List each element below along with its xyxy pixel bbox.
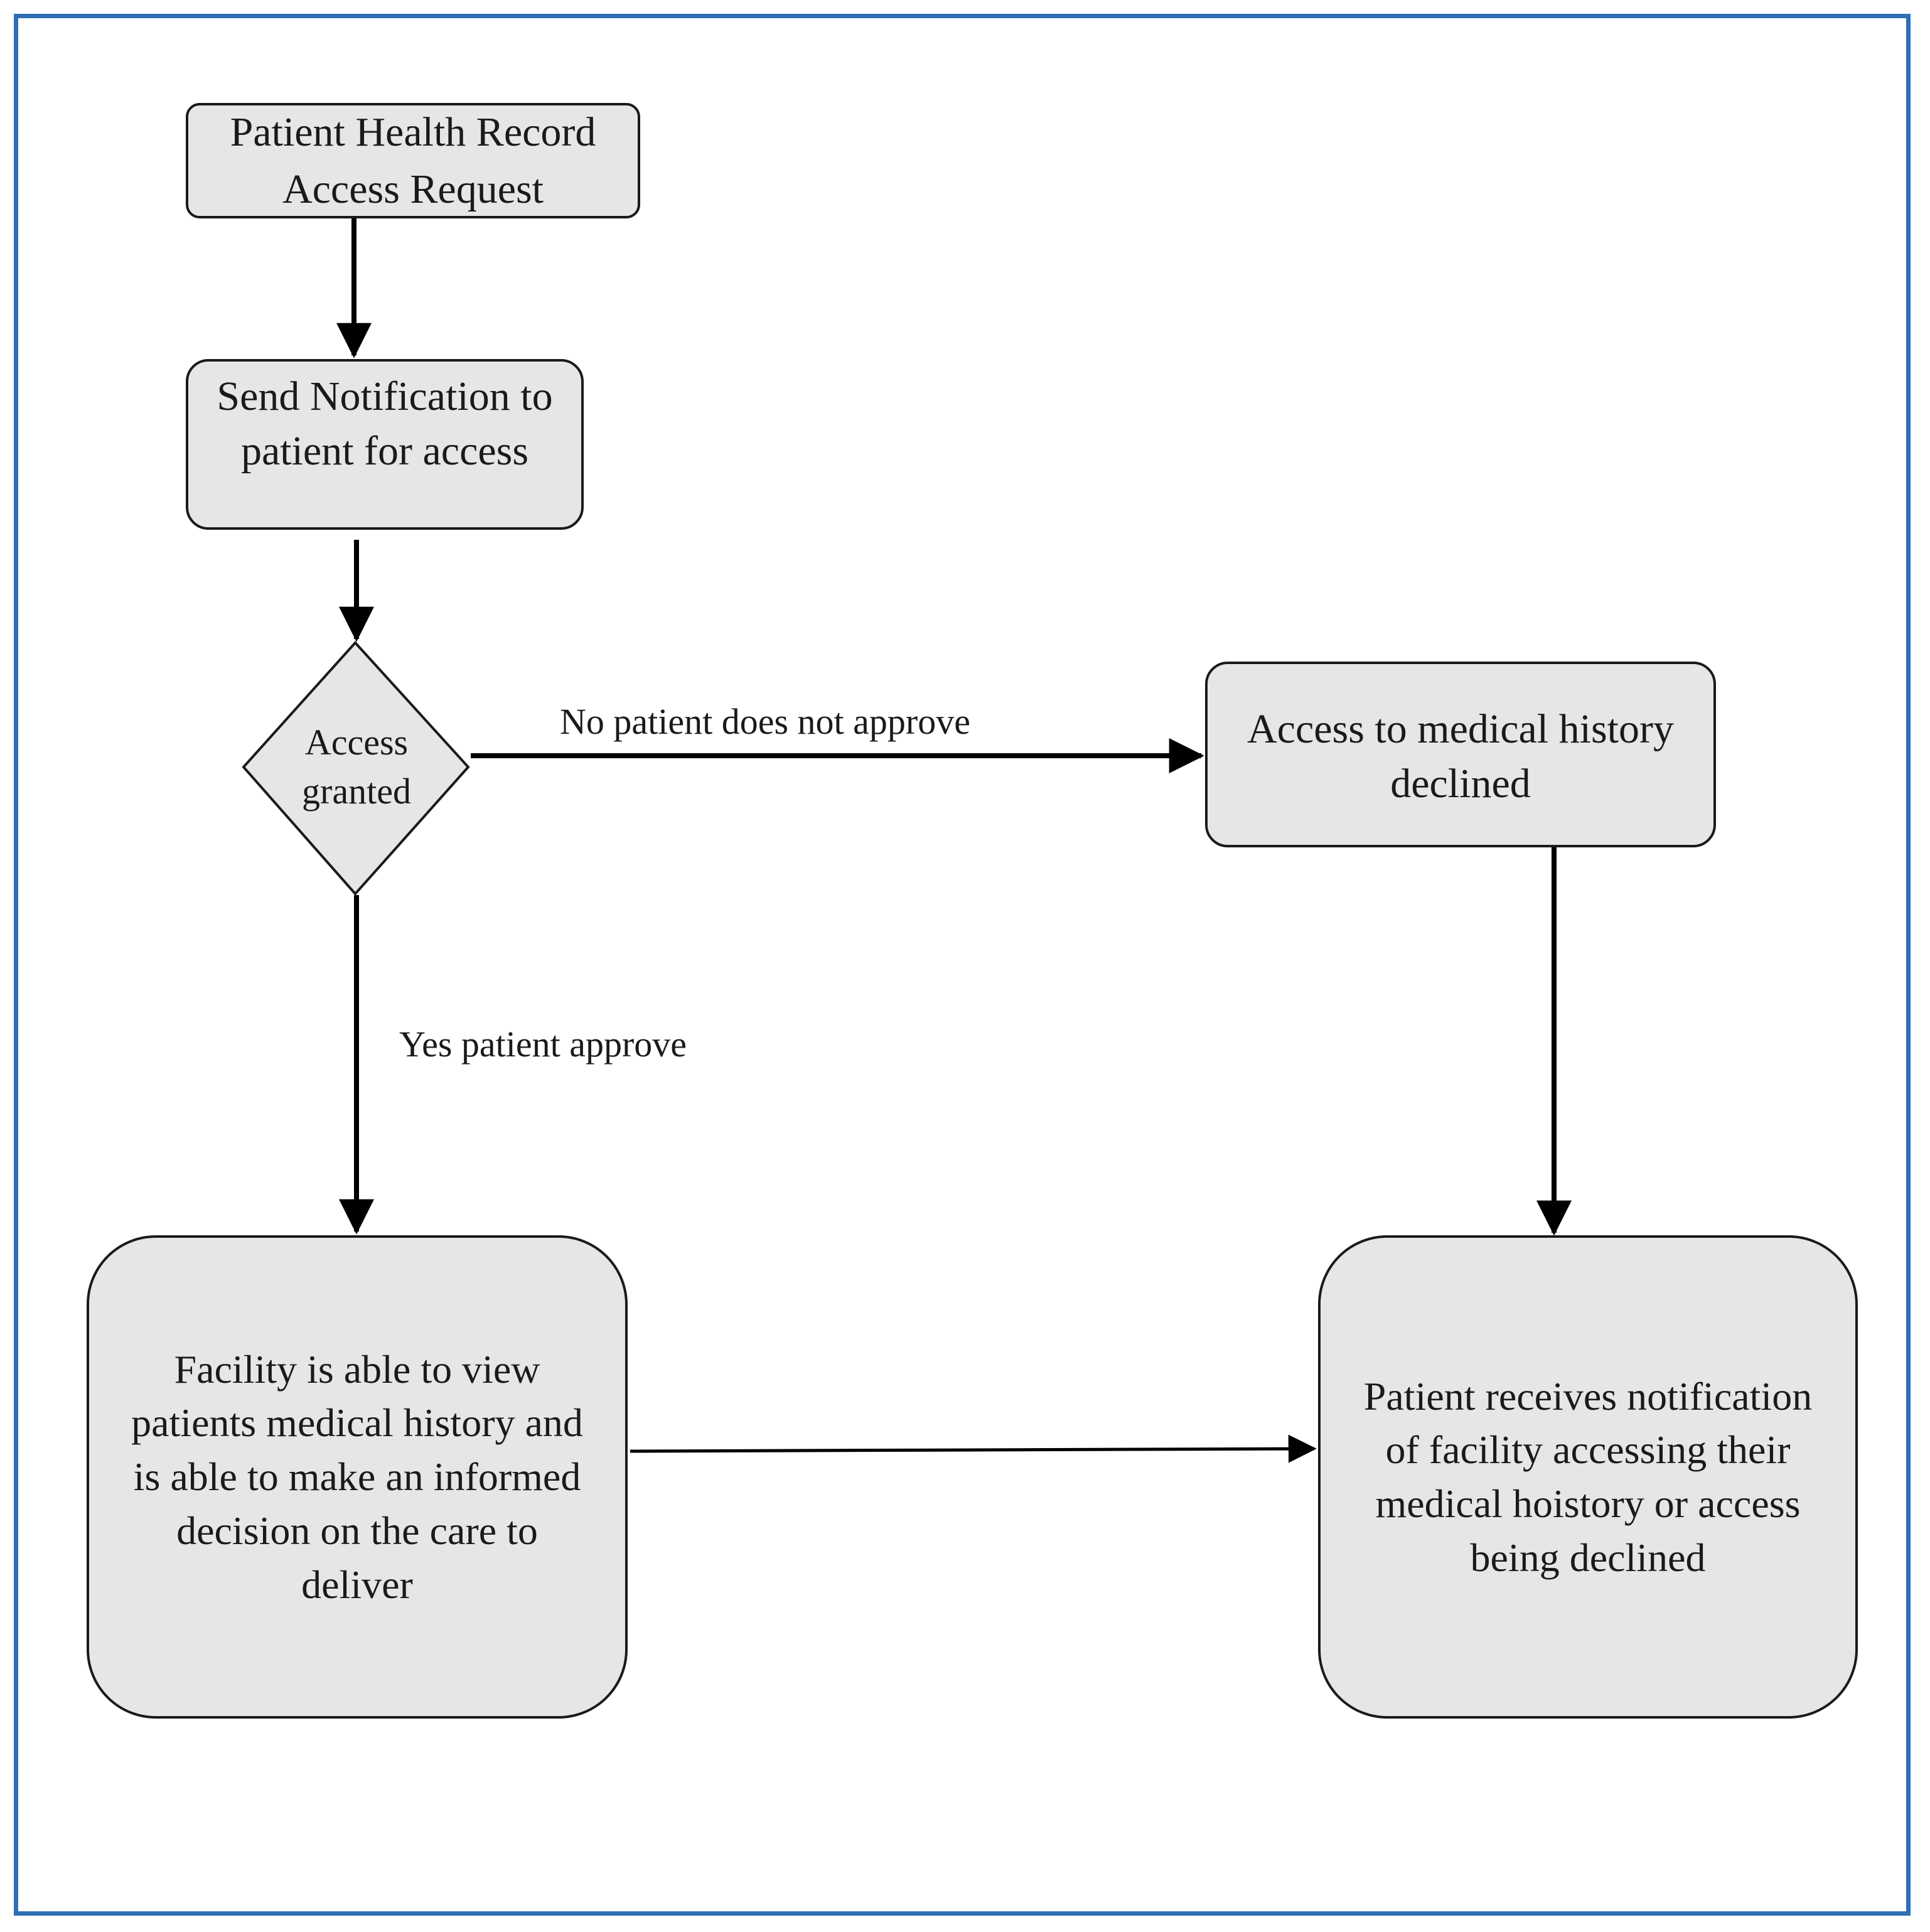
node-patient-notified: Patient receives notification of facilit… [1318,1235,1858,1719]
edge-label-yes: Yes patient approve [399,1023,687,1065]
node-facility-views-history: Facility is able to view patients medica… [87,1235,628,1719]
node-send-notification-label: Send Notification to patient for access [217,373,553,475]
node-access-declined-label: Access to medical history declined [1247,706,1674,807]
decision-diamond [242,641,470,896]
node-facility-views-history-label: Facility is able to view patients medica… [131,1346,583,1607]
node-access-declined: Access to medical history declined [1205,662,1716,847]
decision-label: Access granted [302,722,411,812]
node-patient-notified-label: Patient receives notification of facilit… [1363,1373,1813,1580]
node-send-notification: Send Notification to patient for access [186,359,584,530]
edge-label-no: No patient does not approve [560,700,970,743]
arrow-facility-to-patient [630,1434,1317,1463]
node-access-request-label: Patient Health Record Access Request [230,109,596,212]
node-access-request: Patient Health Record Access Request [186,103,640,218]
